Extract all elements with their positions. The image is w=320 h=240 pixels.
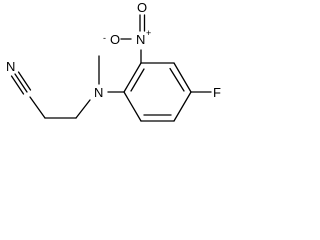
atom-label-nitro-o-double: O — [137, 0, 147, 15]
nitrile-triple-bond — [10, 71, 32, 95]
charge-label-nitro-o-minus: - — [103, 33, 106, 43]
atom-label-amine-n: N — [94, 85, 103, 100]
bond-ch2-to-amine-n — [75, 99, 91, 119]
atom-label-nitrile-n: N — [6, 59, 15, 74]
bond-nitro-n-to-o-double — [139, 14, 146, 32]
charge-label-nitro-n: + — [146, 28, 151, 38]
atom-label-fluorine: F — [213, 85, 221, 100]
bond-nitrile-c-to-ch2 — [29, 96, 46, 119]
atom-label-nitro-n: N — [136, 32, 145, 47]
atom-label-nitro-o-minus: O — [110, 32, 120, 47]
molecule-structure-diagram: N N N + O - O F — [6, 0, 221, 122]
benzene-ring — [123, 62, 192, 122]
